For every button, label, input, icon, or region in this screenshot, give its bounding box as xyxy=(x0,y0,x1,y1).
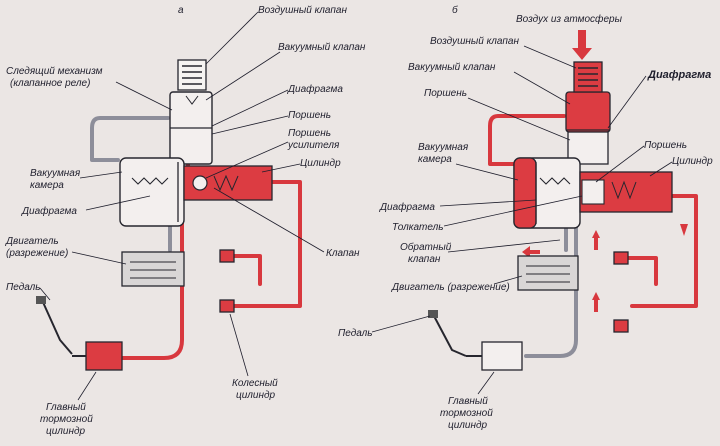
label-a-vacuum-chamber-1: Вакуумная xyxy=(30,168,81,179)
wheel-line-b-upper xyxy=(624,256,658,286)
master-cylinder-line-b xyxy=(524,212,578,358)
wheel-cylinder-upper-b xyxy=(613,251,629,265)
pedal-pad-a xyxy=(36,296,46,304)
flow-arrow-up-1-b xyxy=(592,230,600,250)
wheel-line-b-lower xyxy=(630,194,698,308)
label-b-check-valve-2: клапан xyxy=(408,254,441,265)
wheel-cylinder-upper-a xyxy=(219,249,235,263)
label-b-engine: Двигатель (разрежение) xyxy=(391,282,510,293)
vacuum-chamber-a xyxy=(119,157,185,227)
label-b-vacuum-chamber-2: камера xyxy=(418,154,452,165)
panel-b: б xyxy=(338,4,713,431)
label-a-booster-piston-1: Поршень xyxy=(288,128,331,139)
label-a-air-valve: Воздушный клапан xyxy=(258,5,347,16)
label-a-master-cyl-1: Главный xyxy=(46,402,86,413)
vacuum-chamber-air-side-b xyxy=(513,157,537,229)
chamber-spring-a xyxy=(131,177,169,185)
label-b-check-valve-1: Обратный xyxy=(400,241,452,253)
flow-arrow-left-b xyxy=(522,246,540,258)
flow-arrow-up-2-b xyxy=(592,292,600,312)
label-b-vacuum-valve: Вакуумный клапан xyxy=(408,62,496,73)
air-valve-spring-a xyxy=(185,95,199,105)
label-b-master-cyl-2: тормозной xyxy=(440,408,493,419)
label-a-engine-1: Двигатель xyxy=(5,236,59,247)
panel-a: а Воздушный клапа xyxy=(5,5,366,437)
label-a-diaphragm-left: Диафрагма xyxy=(21,205,77,217)
pedal-lever-b xyxy=(433,315,467,357)
label-a-piston: Поршень xyxy=(288,110,331,121)
air-filter-a xyxy=(177,59,207,91)
label-a-master-cyl-3: цилиндр xyxy=(46,426,86,437)
label-b-pusher: Толкатель xyxy=(392,222,444,233)
label-a-wheel-cyl-2: цилиндр xyxy=(236,390,276,401)
label-a-vacuum-valve: Вакуумный клапан xyxy=(278,42,366,53)
panel-b-letter: б xyxy=(452,4,458,16)
label-b-diaphragm: Диафрагма xyxy=(647,69,711,81)
label-a-booster-piston-2: усилителя xyxy=(287,140,340,151)
vacuum-bypass-tube-a xyxy=(90,116,170,162)
label-a-tracking-mech-2: (клапанное реле) xyxy=(10,78,90,89)
label-b-diaphragm-left: Диафрагма xyxy=(379,201,435,213)
wheel-cylinder-lower-b xyxy=(613,319,629,333)
master-cylinder-line-a xyxy=(118,208,184,360)
engine-manifold-b xyxy=(517,255,579,291)
booster-piston-a xyxy=(192,175,208,191)
label-b-cylinder: Цилиндр xyxy=(672,156,713,167)
label-a-diaphragm-top: Диафрагма xyxy=(287,83,343,95)
cylinder-spring-a xyxy=(213,174,239,192)
label-a-vacuum-chamber-2: камера xyxy=(30,180,64,191)
label-b-atmosphere: Воздух из атмосферы xyxy=(516,13,623,25)
engine-manifold-a xyxy=(121,251,185,287)
master-cylinder-b xyxy=(481,341,523,371)
valve-relay-body-b xyxy=(565,91,611,133)
label-a-cylinder: Цилиндр xyxy=(300,158,341,169)
wheel-cylinder-lower-a xyxy=(219,299,235,313)
label-a-wheel-cyl-1: Колесный xyxy=(232,378,278,389)
air-filter-mesh-a xyxy=(182,65,202,85)
label-b-air-valve: Воздушный клапан xyxy=(430,36,519,47)
label-a-engine-2: (разрежение) xyxy=(6,248,68,259)
pedal-pad-b xyxy=(428,310,438,318)
wheel-line-a-upper xyxy=(226,254,262,286)
label-b-piston: Поршень xyxy=(424,88,467,99)
label-b-piston-right: Поршень xyxy=(644,140,687,151)
air-bypass-tube-b xyxy=(488,114,566,166)
wheel-line-a-lower xyxy=(230,180,302,308)
label-a-pedal: Педаль xyxy=(6,282,41,293)
engine-manifold-fins-a xyxy=(130,261,176,279)
pedal-lever-a xyxy=(41,299,73,355)
label-b-pedal: Педаль xyxy=(338,328,373,339)
air-filter-b xyxy=(573,61,603,93)
atmosphere-arrow xyxy=(572,30,592,60)
label-a-master-cyl-2: тормозной xyxy=(40,414,93,425)
label-b-master-cyl-3: цилиндр xyxy=(448,420,488,431)
master-cylinder-a xyxy=(85,341,123,371)
label-a-valve: Клапан xyxy=(326,248,360,259)
label-a-tracking-mech-1: Следящий механизм xyxy=(6,66,103,77)
label-b-master-cyl-1: Главный xyxy=(448,396,488,407)
air-filter-mesh-b xyxy=(578,67,598,87)
label-b-vacuum-chamber-1: Вакуумная xyxy=(418,142,469,153)
panel-a-letter: а xyxy=(178,5,184,16)
booster-piston-b xyxy=(581,179,605,205)
engine-manifold-fins-b xyxy=(526,265,570,283)
cylinder-spring-b xyxy=(611,180,637,200)
chamber-spring-b xyxy=(539,177,571,185)
flow-arrow-down-b xyxy=(680,224,688,236)
